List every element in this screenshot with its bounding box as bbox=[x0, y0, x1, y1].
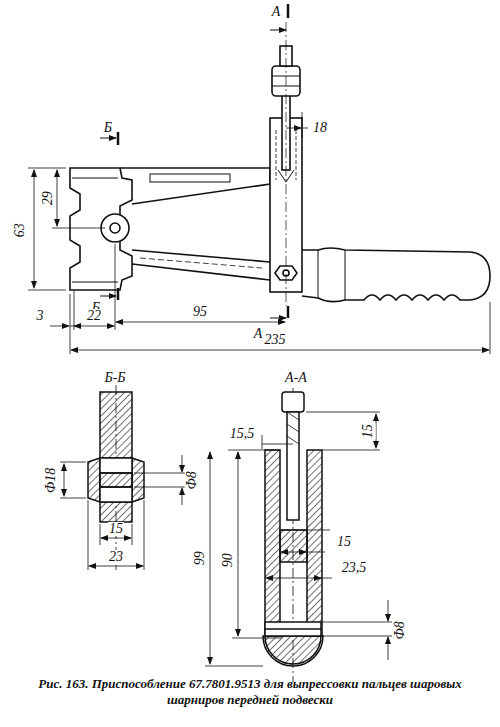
dimension-label: А bbox=[271, 5, 282, 20]
dimension-label: 235 bbox=[264, 333, 287, 348]
dimension-label: А bbox=[253, 327, 264, 342]
dimension-label: 15 bbox=[336, 535, 352, 550]
dimension-label: Б bbox=[103, 121, 113, 136]
dimension-label: 95 bbox=[192, 305, 208, 320]
dimension-label: А-А bbox=[284, 371, 308, 386]
dimension-label: Ф8 bbox=[185, 470, 200, 490]
dimension-label: 18 bbox=[312, 121, 328, 136]
dimension-label: 99 bbox=[193, 550, 208, 566]
dimension-label: Б-Б bbox=[103, 371, 126, 386]
dimension-label: 29 bbox=[41, 190, 56, 206]
dimension-label: Ф8 bbox=[393, 620, 408, 640]
dimension-label: 3 bbox=[36, 309, 45, 324]
dimension-label: 15 bbox=[361, 423, 376, 439]
dimension-label: 15 bbox=[108, 522, 124, 537]
dimension-label: 90 bbox=[221, 552, 236, 568]
dimension-label: 22 bbox=[86, 309, 102, 324]
dimension-label: 63 bbox=[13, 222, 28, 238]
dimension-label: Ф18 bbox=[45, 466, 60, 493]
dimension-label: 15,5 bbox=[229, 427, 256, 442]
dimension-label: 23 bbox=[108, 550, 124, 565]
dimension-label: 23,5 bbox=[341, 561, 368, 576]
figure-caption: Рис. 163. Приспособление 67.7801.9513 дл… bbox=[12, 676, 488, 707]
